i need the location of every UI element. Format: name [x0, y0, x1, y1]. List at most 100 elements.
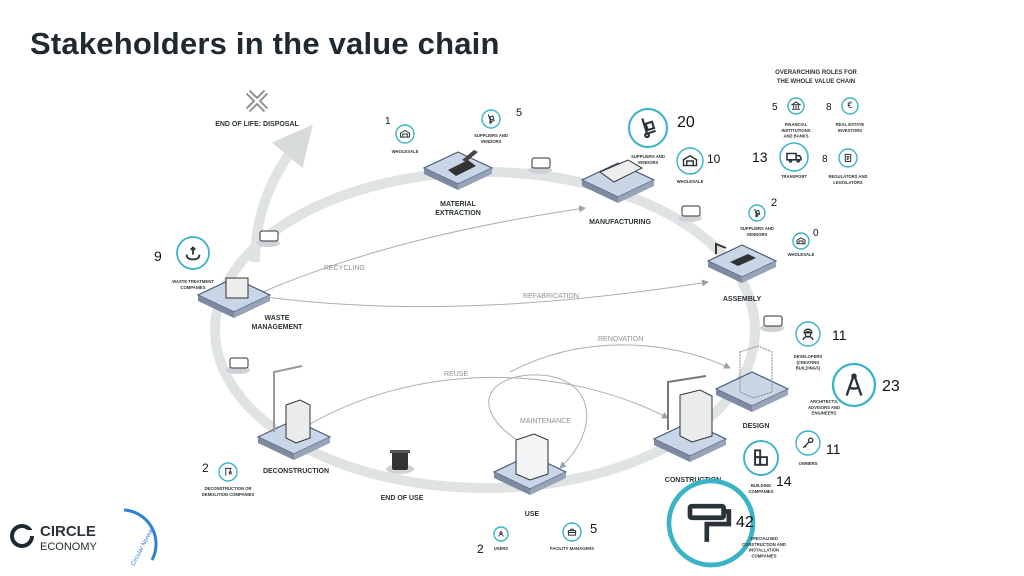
stage-material-extraction-label-2: EXTRACTION — [435, 210, 481, 217]
stakeholder-label: ADVISORS AND — [808, 405, 840, 410]
svg-text:€: € — [847, 101, 853, 111]
stakeholder-label: COMPANIES — [751, 553, 776, 558]
warehouse-icon — [796, 237, 806, 245]
truck-icon — [528, 157, 552, 174]
reuse-arrow — [299, 376, 669, 431]
stakeholder-circle — [831, 362, 877, 408]
disposal-x-icon — [245, 89, 269, 113]
stakeholder-label: USERS — [494, 546, 509, 551]
renovation-arrow — [509, 344, 731, 373]
stakeholder-label: WHOLESALE — [392, 149, 419, 154]
stakeholder-count: 10 — [707, 152, 721, 166]
stage-end-of-use-label: END OF USE — [381, 495, 424, 502]
stakeholder-count: 20 — [677, 114, 695, 131]
stakeholder-label: CONSTRUCTION AND — [742, 542, 786, 547]
stage-use-label: USE — [525, 511, 540, 518]
stakeholder-label: ENGINEERS — [812, 411, 837, 416]
stakeholder-count: 5 — [772, 102, 778, 113]
stakeholder-label: COMPANIES — [180, 285, 205, 290]
stakeholder-label: TRANSPORT — [781, 174, 807, 179]
stakeholder-count: 2 — [771, 197, 777, 209]
stakeholder-circle — [841, 97, 859, 115]
manufacturing-platform — [580, 159, 656, 203]
stakeholder-count: 23 — [882, 378, 900, 395]
bricks-icon — [754, 449, 768, 466]
document-icon — [844, 153, 852, 163]
stage-disposal-label: END OF LIFE: DISPOSAL — [215, 121, 299, 128]
stage-design-label: DESIGN — [743, 423, 770, 430]
stakeholder-label: REAL ESTATE — [836, 122, 865, 127]
warehouse-icon — [682, 154, 698, 167]
stakeholder-circle — [779, 142, 809, 172]
stakeholder-label: VENDORS — [638, 160, 659, 165]
page-title: Stakeholders in the value chain — [30, 26, 500, 61]
stakeholder-label: SUPPLIERS AND — [740, 226, 774, 231]
reuse-label: REUSE — [444, 371, 468, 378]
stakeholder-label: DEVELOPERS — [794, 354, 823, 359]
stage-deconstruction-label: DECONSTRUCTION — [263, 468, 329, 475]
stakeholder-label: FACILITY MANAGERS — [550, 546, 594, 551]
stakeholder-label: (CREATING — [797, 360, 820, 365]
logo-line2: ECONOMY — [40, 541, 98, 553]
logo-badge: Circular Norway — [130, 526, 155, 567]
stakeholder-label: SUPPLIERS AND — [474, 133, 508, 138]
stakeholder-label: BUILDINGS) — [796, 366, 821, 371]
stakeholder-label: VENDORS — [481, 139, 502, 144]
stakeholder-label: WHOLESALE — [788, 252, 815, 257]
overarching-heading-2: THE WHOLE VALUE CHAIN — [777, 79, 855, 85]
stakeholder-count: 1 — [385, 116, 391, 127]
stakeholder-count: 8 — [822, 154, 828, 165]
stakeholder-label: VENDORS — [747, 232, 768, 237]
key-icon — [802, 437, 814, 449]
recycle-icon — [185, 246, 201, 261]
stakeholder-count: 5 — [590, 521, 597, 536]
use-platform — [492, 433, 568, 495]
stakeholder-label: AND BANKS — [783, 134, 808, 139]
assembly-platform — [706, 242, 778, 283]
stakeholder-users: 2 USERS — [477, 526, 509, 556]
hand-truck-icon — [754, 208, 761, 218]
stakeholder-count: 2 — [477, 542, 484, 556]
stakeholder-label: LEGISLATORS — [833, 180, 863, 185]
stakeholder-label: DECONSTRUCTION OR — [205, 486, 252, 491]
stakeholder-count: 2 — [202, 461, 209, 475]
truck-icon — [678, 205, 702, 222]
stakeholder-label: INVESTORS — [838, 128, 862, 133]
stakeholder-label: REGULATORS AND — [828, 174, 867, 179]
stakeholder-count: 0 — [813, 228, 819, 239]
maintenance-arrow — [488, 374, 588, 469]
stage-assembly-label: ASSEMBLY — [723, 296, 762, 303]
stakeholder-label: FINANCIAL — [785, 122, 808, 127]
end-of-use-bin-icon — [386, 450, 414, 474]
stakeholder-label: OWNERS — [799, 461, 818, 466]
waste-management-platform — [196, 277, 272, 318]
stakeholder-label: INSTALLATION — [749, 548, 779, 553]
stakeholder-count: 13 — [752, 149, 768, 165]
recycling-label: RECYCLING — [324, 265, 365, 272]
paint-roller-icon — [687, 503, 732, 542]
hand-truck-icon — [487, 114, 495, 124]
design-platform — [714, 345, 790, 412]
stage-waste-management-label: WASTE — [265, 315, 290, 322]
stakeholder-count: 11 — [826, 441, 841, 457]
truck-icon — [256, 230, 280, 247]
euro-icon: € — [847, 101, 853, 111]
deconstruction-platform — [256, 365, 332, 460]
stakeholder-label: SPECIALISED — [750, 536, 778, 541]
refabrication-arrow — [257, 279, 709, 308]
warehouse-icon — [400, 129, 410, 138]
